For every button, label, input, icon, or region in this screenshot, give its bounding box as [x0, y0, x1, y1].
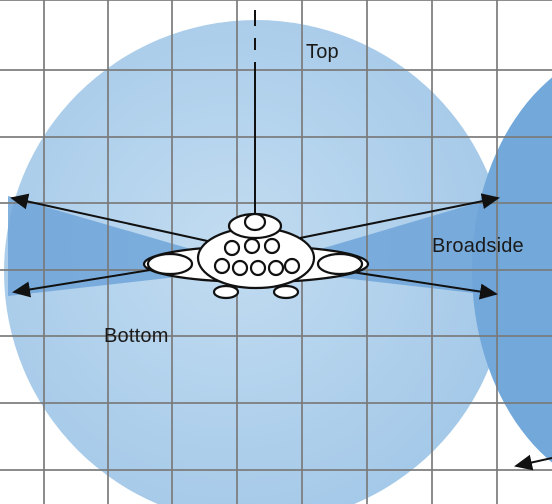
- label-bottom: Bottom: [104, 325, 169, 347]
- right-pod: [318, 254, 362, 274]
- label-top: Top: [306, 41, 339, 63]
- label-broadside: Broadside: [432, 235, 524, 257]
- left-pod: [148, 254, 192, 274]
